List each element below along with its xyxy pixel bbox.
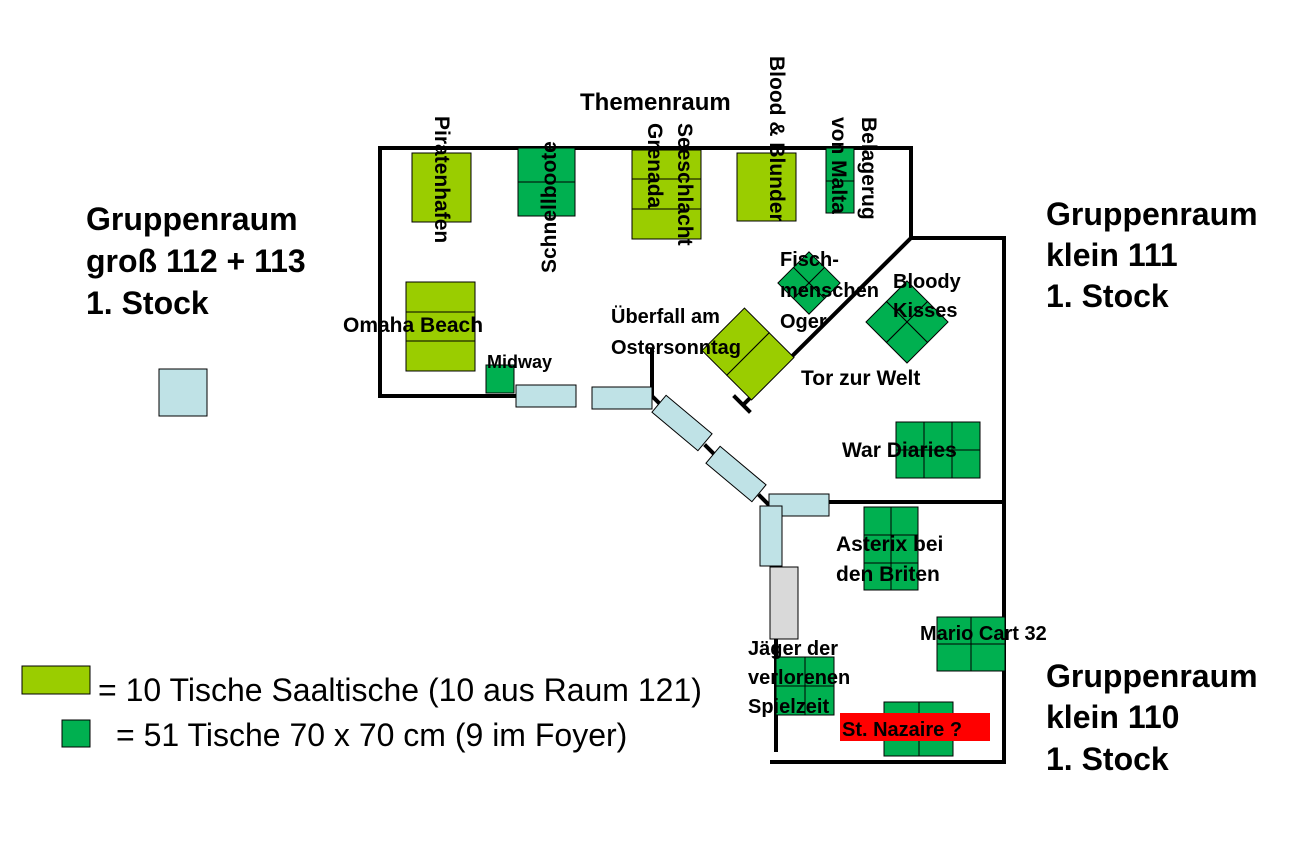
legend-saaltisch-text: = 10 Tische Saaltische (10 aus Raum 121): [98, 672, 702, 708]
tisch-70: [890, 534, 919, 564]
tisch-70: [825, 180, 855, 214]
foyer-tisch: [651, 394, 713, 452]
tisch-70: [775, 685, 806, 716]
room-label-themenraum: Themenraum: [580, 89, 731, 116]
room-label-klein-111: Gruppenraum klein 111 1. Stock: [1046, 196, 1266, 314]
game-piratenhafen: Piratenhafen: [430, 116, 453, 243]
game-st-nazaire: St. Nazaire ?: [842, 719, 962, 741]
room-111-tables: [777, 251, 981, 479]
foyer-tisch: [515, 384, 577, 408]
wall-themenraum: [378, 146, 913, 398]
game-tor-zur-welt: Tor zur Welt: [801, 367, 920, 390]
legend-saaltisch-swatch: [21, 665, 91, 695]
saaltisch: [405, 281, 476, 313]
foyer-tisch: [759, 505, 783, 567]
foyer-tisch: [768, 493, 830, 517]
game-mario-cart: Mario Cart 32: [920, 623, 1047, 645]
foyer-tisch: [158, 368, 208, 417]
game-belagerung: Belagerug von Malta: [827, 117, 880, 226]
game-ueberfall: Überfall am Ostersonntag: [611, 305, 741, 359]
tisch-70: [792, 282, 826, 315]
saaltisch: [736, 152, 797, 222]
tisch-70: [804, 656, 835, 687]
tisch-70: [485, 364, 515, 394]
grey-table: [769, 566, 799, 640]
foyer-tables: [158, 368, 830, 640]
saaltisch: [631, 208, 702, 240]
wall-corridor-3: [757, 493, 773, 509]
tisch-70: [936, 643, 972, 672]
tisch-70: [863, 562, 892, 591]
saaltisch: [631, 178, 702, 210]
tisch-70: [863, 506, 892, 536]
tisch-70: [970, 643, 1006, 672]
room-label-gross: Gruppenraum groß 112 + 113 1. Stock: [86, 201, 315, 321]
saaltisch: [405, 340, 476, 372]
tisch-70: [863, 534, 892, 564]
wall-corridor-1: [649, 393, 663, 407]
tisch-70: [890, 506, 919, 536]
saaltisch: [411, 152, 472, 223]
tisch-70: [885, 321, 929, 364]
game-fischmenschen: Fisch- menschen Oger: [780, 249, 885, 333]
legend-tisch-text: = 51 Tische 70 x 70 cm (9 im Foyer): [116, 717, 627, 753]
saaltisch: [405, 311, 476, 342]
st-nazaire-highlight: [840, 713, 990, 741]
game-asterix: Asterix bei den Briten: [836, 533, 949, 586]
game-schnellboote: Schnellboote: [538, 141, 561, 273]
saaltisch: [726, 332, 795, 401]
game-bloody-kisses: Bloody Kisses: [893, 271, 966, 322]
tisch-70: [517, 181, 576, 217]
tisch-70: [890, 562, 919, 591]
game-seeschlacht: Seeschlacht Grenada: [643, 123, 696, 251]
tisch-70: [923, 421, 953, 451]
game-war-diaries: War Diaries: [842, 439, 957, 462]
tisch-70: [923, 449, 953, 479]
legend-tisch-swatch: [61, 719, 91, 748]
tisch-70: [804, 685, 835, 716]
tisch-70: [951, 449, 981, 479]
tisch-70: [936, 616, 972, 645]
themenraum-tables: [405, 147, 855, 401]
tisch-70: [825, 147, 855, 182]
room-label-klein-110: Gruppenraum klein 110 1. Stock: [1046, 658, 1266, 777]
tisch-70: [895, 449, 925, 479]
walls: [378, 146, 1006, 764]
wall-door-mark: [732, 394, 752, 414]
foyer-tisch: [591, 386, 653, 410]
game-jaeger: Jäger der verlorenen Spielzeit: [748, 638, 856, 718]
foyer-tisch: [705, 445, 767, 503]
game-blood-blunder: Blood & Blunder: [765, 56, 788, 222]
legend: = 10 Tische Saaltische (10 aus Raum 121)…: [21, 665, 702, 753]
game-omaha-beach: Omaha Beach: [343, 314, 483, 337]
game-midway: Midway: [487, 352, 552, 372]
